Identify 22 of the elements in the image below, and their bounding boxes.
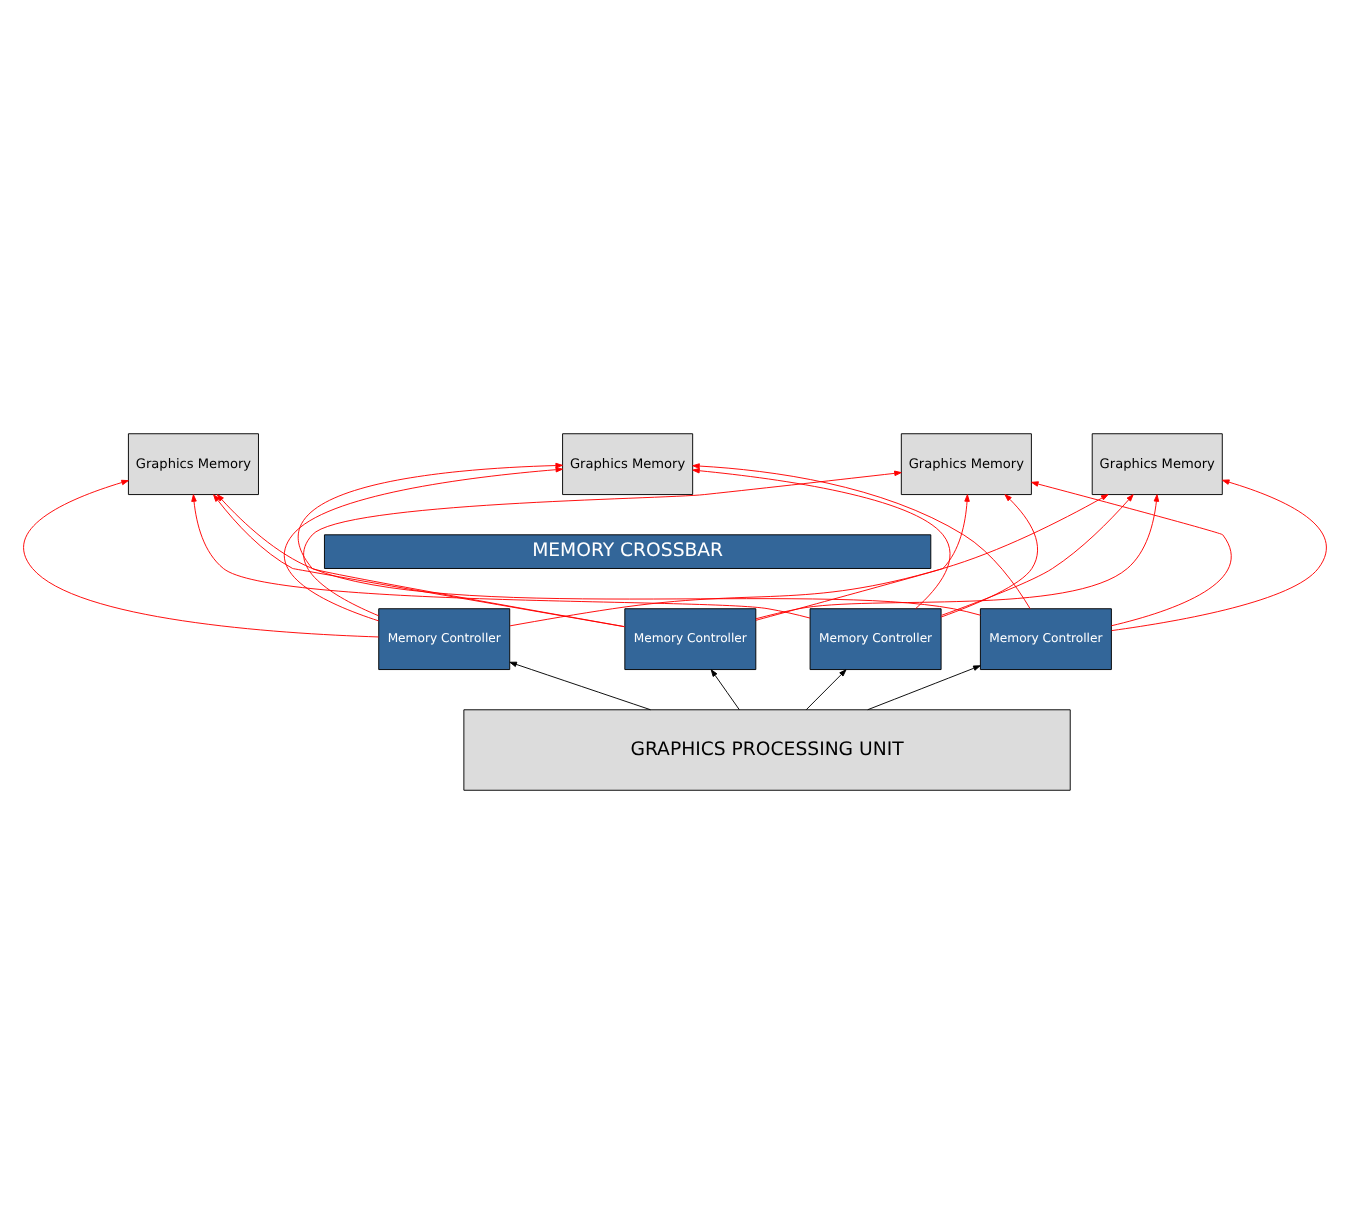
arrow [940, 493, 1038, 617]
arrow [303, 469, 902, 616]
arrow [805, 668, 847, 710]
arrow [191, 493, 811, 618]
arrow [509, 660, 651, 710]
arrow [692, 466, 951, 609]
arrow [941, 493, 1134, 615]
arrow [755, 493, 1160, 619]
arrow [216, 493, 981, 615]
arrow [692, 462, 1031, 608]
node-box: MEMORY CROSSBAR [323, 533, 932, 568]
arrow [23, 478, 379, 637]
arrow [1111, 478, 1327, 631]
arrow [1031, 480, 1232, 626]
arrow [213, 493, 625, 627]
node-box: GRAPHICS PROCESSING UNIT [463, 708, 1071, 790]
arrow [283, 465, 564, 621]
arrow [710, 668, 740, 710]
arrow [755, 493, 970, 620]
arrow [867, 664, 981, 710]
arrow [509, 493, 1109, 626]
arrow [298, 461, 626, 627]
